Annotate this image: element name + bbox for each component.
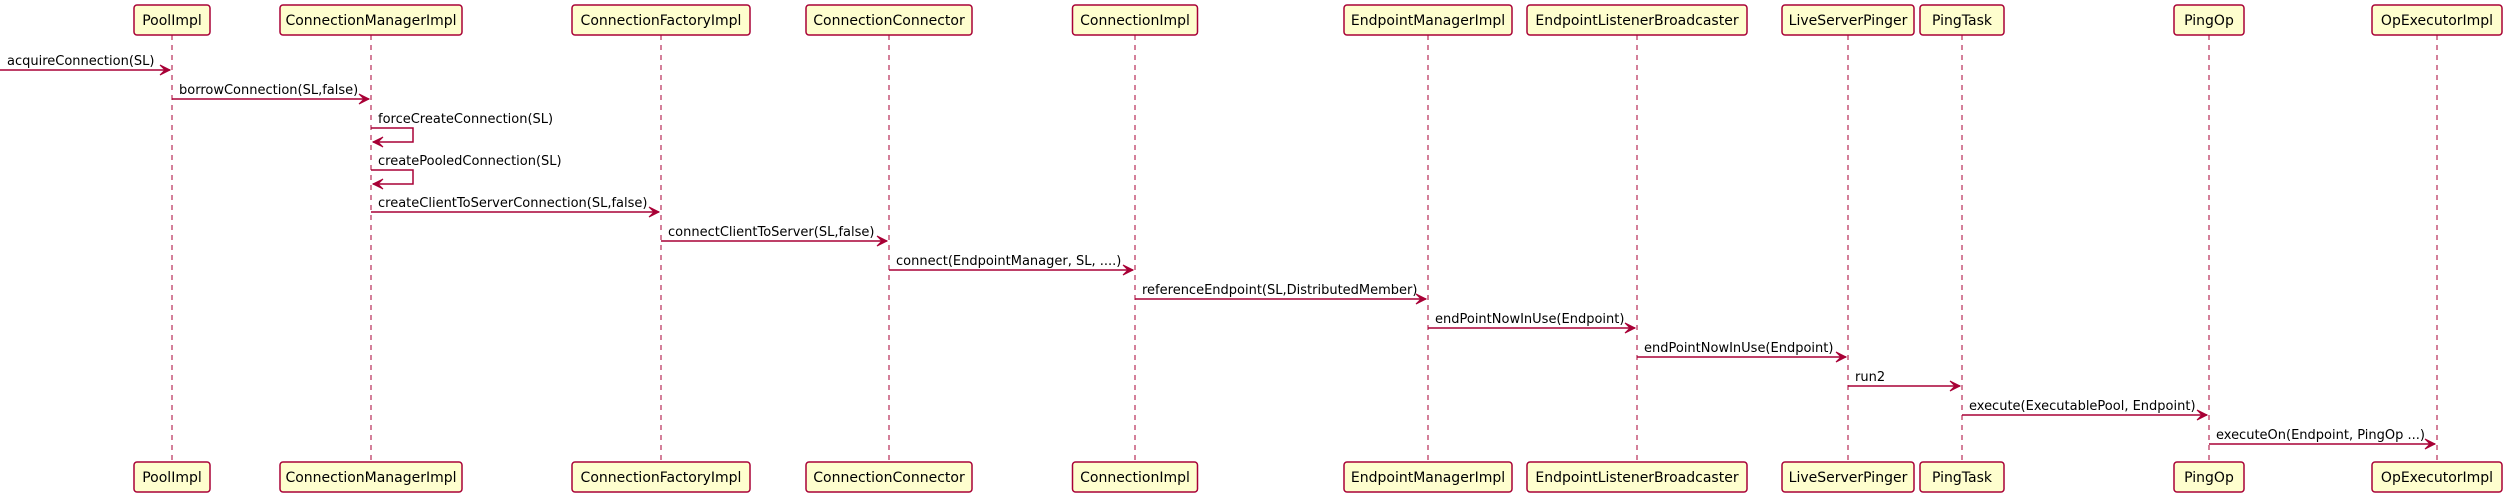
participant-box-bottom-cfact bbox=[571, 461, 751, 493]
participant-label-bottom-elb: EndpointListenerBroadcaster bbox=[1535, 470, 1738, 486]
participant-box-bottom-opexec bbox=[2371, 461, 2503, 493]
participant-boxes: PoolImplPoolImplConnectionManagerImplCon… bbox=[133, 4, 2503, 493]
participant-box-bottom-cmgr bbox=[279, 461, 463, 493]
message-label-3: createPooledConnection(SL) bbox=[378, 154, 562, 169]
message-arrowhead-0 bbox=[159, 64, 172, 76]
message-arrowhead-1 bbox=[358, 93, 371, 105]
message-arrowhead-6 bbox=[1122, 264, 1135, 276]
participant-box-bottom-pingop bbox=[2173, 461, 2245, 493]
participant-label-top-pingop: PingOp bbox=[2184, 13, 2234, 29]
participant-box-bottom-ptask bbox=[1919, 461, 2005, 493]
participant-box-bottom-cimpl bbox=[1071, 461, 1199, 493]
participant-box-top-elb bbox=[1526, 4, 1748, 36]
participant-box-bottom-lsp bbox=[1781, 461, 1915, 493]
participant-label-top-pool: PoolImpl bbox=[142, 13, 202, 29]
participant-box-top-cfact bbox=[571, 4, 751, 36]
participant-label-bottom-opexec: OpExecutorImpl bbox=[2381, 470, 2493, 486]
message-arrowhead-3 bbox=[371, 178, 384, 190]
participant-label-bottom-emgr: EndpointManagerImpl bbox=[1351, 470, 1505, 486]
message-arrowhead-7 bbox=[1415, 293, 1428, 305]
participant-box-top-opexec bbox=[2371, 4, 2503, 36]
message-label-9: endPointNowInUse(Endpoint) bbox=[1644, 341, 1833, 356]
message-label-1: borrowConnection(SL,false) bbox=[179, 83, 358, 98]
message-label-5: connectClientToServer(SL,false) bbox=[668, 225, 874, 240]
message-label-4: createClientToServerConnection(SL,false) bbox=[378, 196, 647, 211]
message-label-0: acquireConnection(SL) bbox=[7, 54, 154, 69]
message-arrowhead-2 bbox=[371, 136, 384, 148]
message-label-2: forceCreateConnection(SL) bbox=[378, 112, 553, 127]
participant-label-bottom-lsp: LiveServerPinger bbox=[1789, 470, 1908, 486]
participant-box-bottom-emgr bbox=[1343, 461, 1513, 493]
participant-box-top-cmgr bbox=[279, 4, 463, 36]
message-arrow-3 bbox=[371, 169, 414, 185]
lifelines bbox=[171, 35, 2438, 462]
participant-label-top-cfact: ConnectionFactoryImpl bbox=[581, 13, 742, 29]
participant-box-top-cconn bbox=[805, 4, 973, 36]
message-label-12: executeOn(Endpoint, PingOp ...) bbox=[2216, 428, 2425, 443]
participant-label-top-lsp: LiveServerPinger bbox=[1789, 13, 1908, 29]
message-label-8: endPointNowInUse(Endpoint) bbox=[1435, 312, 1624, 327]
participant-label-top-cconn: ConnectionConnector bbox=[813, 13, 965, 29]
message-arrowhead-8 bbox=[1624, 322, 1637, 334]
messages: acquireConnection(SL) borrowConnection(SL… bbox=[0, 54, 2437, 450]
participant-label-top-emgr: EndpointManagerImpl bbox=[1351, 13, 1505, 29]
participant-box-top-emgr bbox=[1343, 4, 1513, 36]
participant-box-top-lsp bbox=[1781, 4, 1915, 36]
participant-box-top-pool bbox=[133, 4, 211, 36]
participant-label-bottom-cmgr: ConnectionManagerImpl bbox=[285, 470, 456, 486]
participant-label-bottom-cconn: ConnectionConnector bbox=[813, 470, 965, 486]
participant-box-bottom-cconn bbox=[805, 461, 973, 493]
participant-label-bottom-ptask: PingTask bbox=[1932, 470, 1993, 486]
participant-label-bottom-pool: PoolImpl bbox=[142, 470, 202, 486]
message-label-10: run2 bbox=[1855, 370, 1885, 385]
participant-label-top-opexec: OpExecutorImpl bbox=[2381, 13, 2493, 29]
message-arrow-2 bbox=[371, 127, 414, 143]
participant-label-bottom-cimpl: ConnectionImpl bbox=[1080, 470, 1190, 486]
participant-box-bottom-pool bbox=[133, 461, 211, 493]
message-arrowhead-10 bbox=[1949, 380, 1962, 392]
message-label-6: connect(EndpointManager, SL, ....) bbox=[896, 254, 1121, 269]
participant-label-bottom-cfact: ConnectionFactoryImpl bbox=[581, 470, 742, 486]
participant-box-bottom-elb bbox=[1526, 461, 1748, 493]
participant-label-top-elb: EndpointListenerBroadcaster bbox=[1535, 13, 1738, 29]
message-arrowhead-9 bbox=[1835, 351, 1848, 363]
message-label-7: referenceEndpoint(SL,DistributedMember) bbox=[1142, 283, 1417, 298]
participant-label-top-cimpl: ConnectionImpl bbox=[1080, 13, 1190, 29]
participant-box-top-cimpl bbox=[1071, 4, 1199, 36]
message-arrowhead-12 bbox=[2424, 438, 2437, 450]
message-arrowhead-4 bbox=[648, 206, 661, 218]
participant-label-top-cmgr: ConnectionManagerImpl bbox=[285, 13, 456, 29]
message-label-11: execute(ExecutablePool, Endpoint) bbox=[1969, 399, 2196, 414]
participant-box-top-pingop bbox=[2173, 4, 2245, 36]
message-arrowhead-11 bbox=[2196, 409, 2209, 421]
participant-label-top-ptask: PingTask bbox=[1932, 13, 1993, 29]
participant-box-top-ptask bbox=[1919, 4, 2005, 36]
participant-label-bottom-pingop: PingOp bbox=[2184, 470, 2234, 486]
message-arrowhead-5 bbox=[876, 235, 889, 247]
